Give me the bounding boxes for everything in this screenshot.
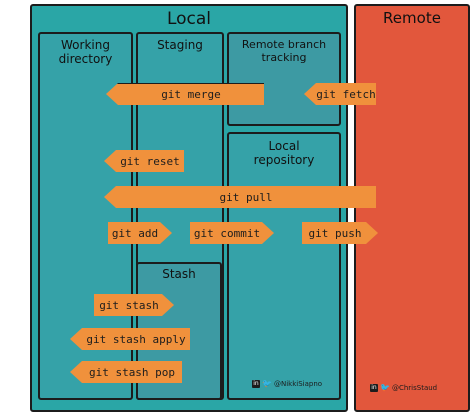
credit-left-handle: @NikkiSiapno xyxy=(273,380,323,388)
git-reset-arrow: git reset xyxy=(104,150,184,172)
twitter-bird-icon: 🐦 xyxy=(380,383,390,392)
credit-right-handle: @ChrisStaud xyxy=(391,384,438,392)
git-commit-arrow: git commit xyxy=(190,222,274,244)
stash-title: Stash xyxy=(162,267,196,281)
git-push-arrow: git push xyxy=(302,222,378,244)
local-repository-title: Local repository xyxy=(253,139,315,167)
remote-branch-tracking-title: Remote branch tracking xyxy=(241,38,327,64)
git-fetch-arrow: git fetch xyxy=(304,83,376,105)
git-stash-arrow: git stash xyxy=(94,294,174,316)
credit-left: in 🐦 @NikkiSiapno xyxy=(252,380,322,388)
remote-title: Remote xyxy=(383,9,441,27)
git-merge-arrow: git merge xyxy=(106,83,264,105)
git-stash-pop-arrow: git stash pop xyxy=(70,361,182,383)
working-directory-title: Working directory xyxy=(58,38,113,66)
git-add-arrow: git add xyxy=(108,222,172,244)
twitter-bird-icon: 🐦 xyxy=(262,379,272,388)
linkedin-icon: in xyxy=(370,384,378,392)
local-repository-box: Local repository xyxy=(227,132,341,400)
local-title: Local xyxy=(166,9,212,29)
staging-title: Staging xyxy=(157,38,203,52)
credit-right: in 🐦 @ChrisStaud xyxy=(370,384,437,392)
remote-branch-tracking-box: Remote branch tracking xyxy=(227,32,341,126)
remote-panel: Remote xyxy=(354,4,470,412)
linkedin-icon: in xyxy=(252,380,260,388)
git-pull-arrow: git pull xyxy=(104,186,376,208)
git-stash-apply-arrow: git stash apply xyxy=(70,328,190,350)
